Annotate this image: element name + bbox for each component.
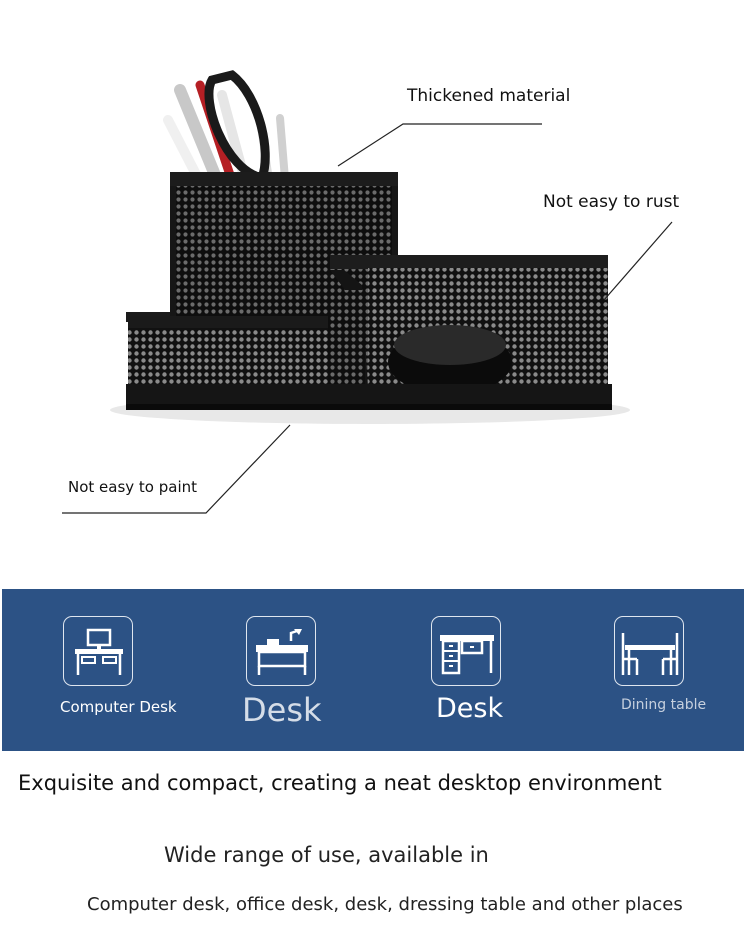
office-desk-icon xyxy=(246,616,316,686)
computer-desk-icon xyxy=(63,616,133,686)
callout-thickened-material: Thickened material xyxy=(407,86,571,106)
usage-label-dining-table: Dining table xyxy=(621,697,707,713)
usage-label-desk-2: Desk xyxy=(436,693,504,724)
product-photo-section: Thickened material Not easy to rust Not … xyxy=(62,70,680,514)
dining-table-icon xyxy=(614,616,684,686)
tagline: Exquisite and compact, creating a neat d… xyxy=(18,771,662,795)
usage-scenarios-band: Computer Desk Desk Desk xyxy=(2,589,744,751)
desk-organizer-illustration xyxy=(62,70,673,514)
usage-label-computer-desk: Computer Desk xyxy=(60,698,177,716)
callout-not-easy-to-rust: Not easy to rust xyxy=(543,192,680,212)
usage-label-desk-1: Desk xyxy=(242,691,322,729)
subheading: Wide range of use, available in xyxy=(164,843,489,867)
drawer-desk-icon xyxy=(431,616,501,686)
callout-not-easy-to-paint: Not easy to paint xyxy=(68,478,198,496)
places-text: Computer desk, office desk, desk, dressi… xyxy=(87,894,683,915)
